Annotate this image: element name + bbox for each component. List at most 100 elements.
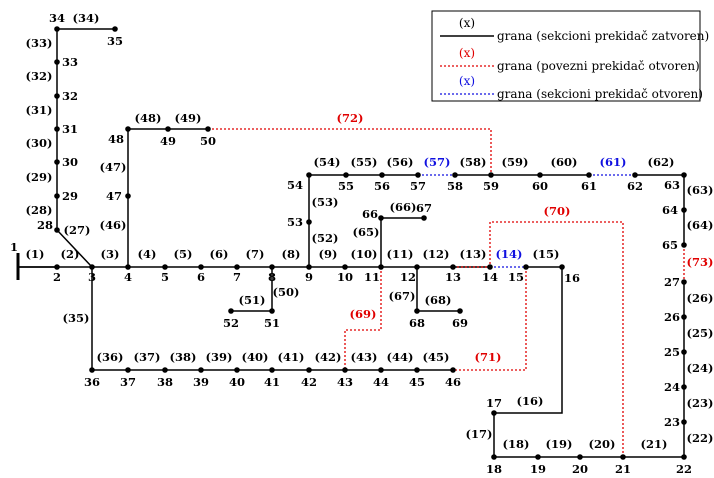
node-label-23: 23 (664, 415, 680, 429)
branch-label-39: (39) (206, 350, 233, 364)
branch-label-38: (38) (170, 350, 197, 364)
node-label-2: 2 (53, 270, 61, 284)
branch-line-16 (494, 267, 563, 414)
node-dot-20 (577, 454, 583, 460)
branch-label-37: (37) (134, 350, 161, 364)
branch-label-65: (65) (353, 225, 380, 239)
node-dot-31 (54, 126, 60, 132)
node-dot-3 (89, 264, 95, 270)
branch-label-52: (52) (312, 231, 339, 245)
branch-label-36: (36) (97, 350, 124, 364)
node-label-25: 25 (664, 345, 680, 359)
node-dot-38 (162, 367, 168, 373)
node-dot-45 (414, 367, 420, 373)
node-label-6: 6 (197, 270, 205, 284)
node-label-46: 46 (445, 375, 461, 389)
branch-label-5: (5) (174, 247, 193, 261)
node-dot-53 (306, 219, 312, 225)
node-label-9: 9 (305, 270, 313, 284)
legend-code-sectional-open: (x) (459, 74, 475, 88)
node-label-53: 53 (287, 215, 303, 229)
node-label-20: 20 (572, 462, 588, 476)
legend: (x) grana (sekcioni prekidač zatvoren) (… (431, 10, 709, 102)
legend-text-sectional-open: grana (sekcioni prekidač otvoren) (497, 87, 703, 101)
node-label-26: 26 (664, 310, 680, 324)
branch-label-72: (72) (337, 111, 364, 125)
node-dot-64 (681, 207, 687, 213)
branch-label-59: (59) (502, 155, 529, 169)
node-dot-19 (535, 454, 541, 460)
node-label-58: 58 (447, 179, 463, 193)
node-label-47: 47 (106, 189, 122, 203)
node-label-16: 16 (564, 271, 580, 285)
node-dot-46 (450, 367, 456, 373)
node-dot-62 (632, 172, 638, 178)
node-dot-7 (234, 264, 240, 270)
node-label-44: 44 (373, 375, 389, 389)
branch-label-50: (50) (273, 285, 300, 299)
branch-label-34: (34) (73, 11, 100, 25)
branch-label-56: (56) (387, 155, 414, 169)
branch-label-61: (61) (600, 155, 627, 169)
node-dot-26 (681, 314, 687, 320)
node-dot-37 (125, 367, 131, 373)
node-label-35: 35 (107, 34, 123, 48)
branch-label-45: (45) (423, 350, 450, 364)
branch-label-43: (43) (351, 350, 378, 364)
node-dot-63 (681, 172, 687, 178)
node-dot-29 (54, 193, 60, 199)
node-label-51: 51 (264, 316, 280, 330)
bus-nodes (54, 26, 687, 460)
node-dot-17 (491, 410, 497, 416)
node-dot-44 (378, 367, 384, 373)
node-label-22: 22 (676, 462, 692, 476)
source-bus: 1 (10, 240, 57, 280)
node-dot-66 (378, 215, 384, 221)
node-dot-51 (269, 308, 275, 314)
node-dot-41 (269, 367, 275, 373)
branch-line-27 (56, 229, 93, 268)
node-label-7: 7 (233, 270, 241, 284)
node-label-48: 48 (108, 132, 124, 146)
legend-code-closed: (x) (459, 16, 475, 30)
branch-label-49: (49) (175, 111, 202, 125)
node-dot-22 (681, 454, 687, 460)
branch-label-22: (22) (687, 431, 714, 445)
node-label-18: 18 (486, 462, 502, 476)
branch-label-13: (13) (460, 247, 487, 261)
node-label-24: 24 (664, 380, 680, 394)
node-dot-5 (162, 264, 168, 270)
legend-box (431, 10, 701, 102)
node-label-27: 27 (664, 275, 680, 289)
node-dot-16 (559, 264, 565, 270)
node-dot-39 (198, 367, 204, 373)
node-label-43: 43 (337, 375, 353, 389)
branch-label-44: (44) (387, 350, 414, 364)
node-dot-36 (89, 367, 95, 373)
node-label-32: 32 (62, 89, 78, 103)
branch-label-66: (66) (390, 200, 417, 214)
branch-label-29: (29) (26, 170, 53, 184)
node-label-3: 3 (88, 270, 96, 284)
node-label-42: 42 (301, 375, 317, 389)
branch-label-19: (19) (546, 437, 573, 451)
node-dot-68 (414, 308, 420, 314)
node-dot-9 (306, 264, 312, 270)
branch-label-55: (55) (351, 155, 378, 169)
branch-label-8: (8) (282, 247, 301, 261)
legend-code-tie: (x) (459, 46, 475, 60)
node-label-14: 14 (482, 270, 498, 284)
branch-label-71: (71) (475, 350, 502, 364)
node-dot-13 (450, 264, 456, 270)
node-label-38: 38 (157, 375, 173, 389)
source-label: 1 (10, 240, 18, 254)
node-label-10: 10 (337, 270, 353, 284)
node-dot-59 (488, 172, 494, 178)
node-dot-6 (198, 264, 204, 270)
node-label-28: 28 (37, 218, 53, 232)
branch-line-70 (453, 221, 624, 457)
node-dot-52 (228, 308, 234, 314)
node-label-37: 37 (120, 375, 136, 389)
